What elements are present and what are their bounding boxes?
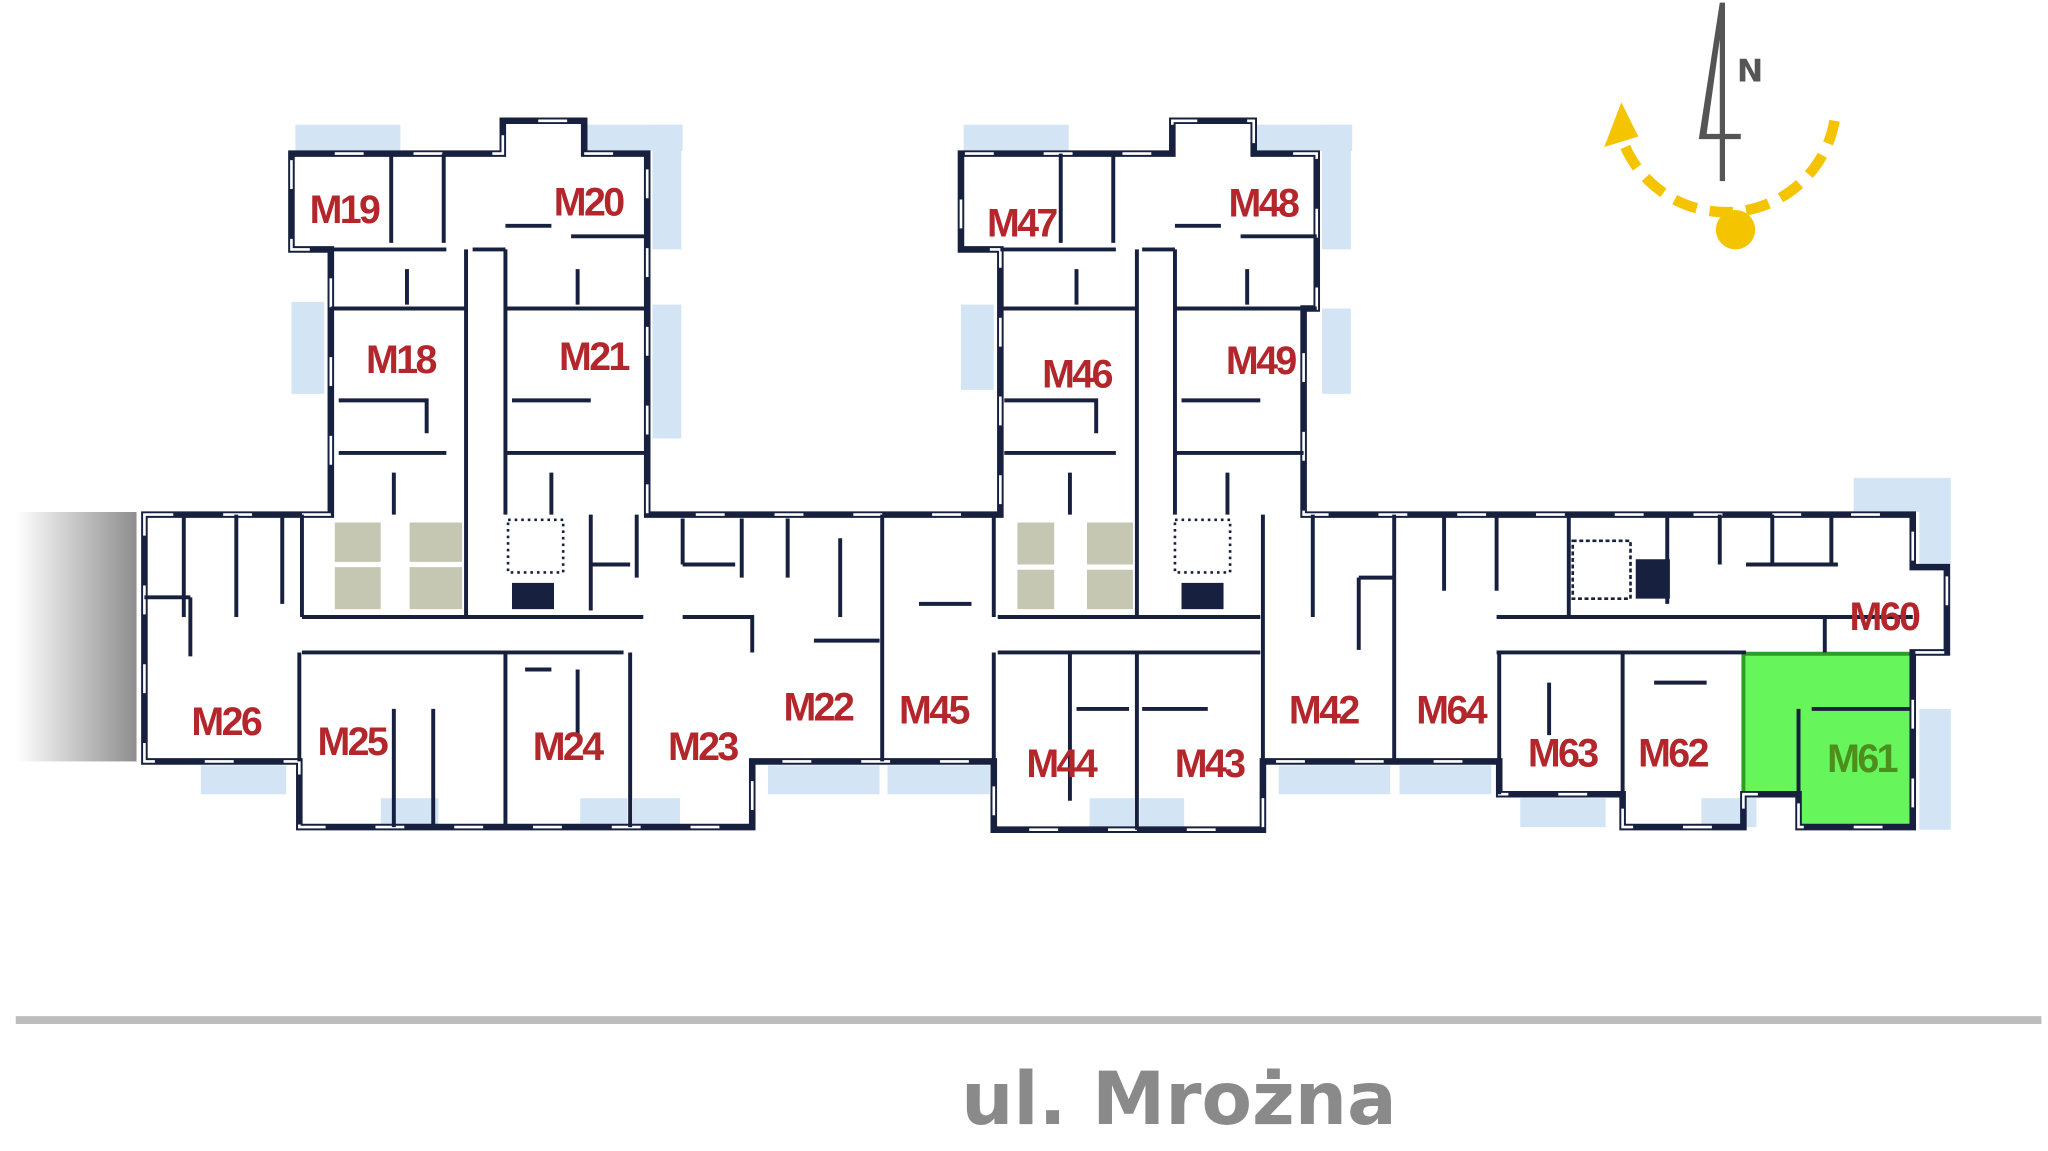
unit-label-m43[interactable]: M43 <box>1175 742 1248 786</box>
sun-icon <box>1715 210 1756 250</box>
unit-label-m42[interactable]: M42 <box>1289 688 1362 732</box>
street-name: ul. Mrożna <box>961 1057 1397 1142</box>
unit-label-m20[interactable]: M20 <box>554 180 627 224</box>
unit-label-m23[interactable]: M23 <box>668 725 741 769</box>
unit-label-m26[interactable]: M26 <box>191 700 264 744</box>
unit-label-m21[interactable]: M21 <box>559 335 632 379</box>
unit-label-m60[interactable]: M60 <box>1850 595 1923 639</box>
unit-label-m19[interactable]: M19 <box>310 188 383 232</box>
compass: N <box>1604 2 1841 250</box>
unit-label-m45[interactable]: M45 <box>899 688 972 732</box>
staircases <box>506 518 1670 610</box>
unit-label-m46[interactable]: M46 <box>1042 352 1115 396</box>
elevators <box>334 522 1133 610</box>
adjacent-building <box>15 511 137 762</box>
unit-label-m64[interactable]: M64 <box>1416 688 1490 732</box>
north-arrow-icon <box>1698 2 1741 182</box>
unit-label-m63[interactable]: M63 <box>1528 732 1601 776</box>
balconies <box>200 124 1951 830</box>
interior-walls <box>144 153 1913 830</box>
unit-label-m44[interactable]: M44 <box>1026 742 1100 786</box>
sun-direction-arrow-icon <box>1604 102 1639 148</box>
unit-label-m47[interactable]: M47 <box>987 201 1060 245</box>
unit-label-m25[interactable]: M25 <box>317 720 390 764</box>
unit-label-m48[interactable]: M48 <box>1229 182 1302 226</box>
unit-labels: M19 M20 M18 M21 M47 M48 M46 M49 M26 M25 … <box>191 180 1923 786</box>
unit-label-m24[interactable]: M24 <box>533 725 607 769</box>
unit-label-m18[interactable]: M18 <box>366 338 439 382</box>
sun-path-icon <box>1620 114 1841 218</box>
unit-label-m62[interactable]: M62 <box>1638 732 1711 776</box>
building-outline <box>141 117 1951 833</box>
unit-label-m22[interactable]: M22 <box>784 686 857 730</box>
unit-label-m61[interactable]: M61 <box>1827 737 1900 781</box>
unit-label-m49[interactable]: M49 <box>1226 339 1299 383</box>
north-label: N <box>1737 53 1763 89</box>
